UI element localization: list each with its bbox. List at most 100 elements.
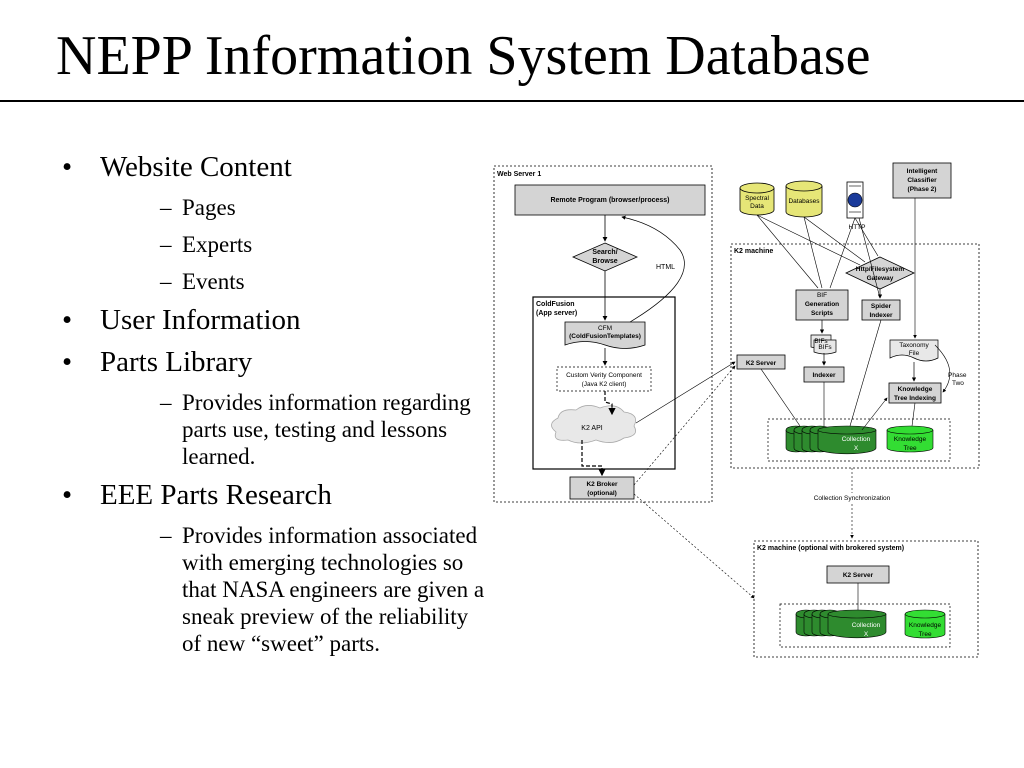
- bullet-website-content: •Website Content –Pages –Experts –Events: [62, 150, 462, 295]
- bullet-marker: •: [62, 151, 73, 183]
- search-browse-label-1: Search/: [592, 249, 617, 256]
- sub-bullet-text: Pages: [182, 195, 236, 220]
- bullet-list: •Website Content –Pages –Experts –Events…: [62, 150, 484, 665]
- taxonomy-label-1: Taxonomy: [899, 342, 929, 349]
- sub-bullet-text: Provides information regarding parts use…: [182, 390, 471, 469]
- globe-icon: [846, 181, 864, 219]
- spectral-label-1: Spectral: [745, 195, 769, 202]
- taxonomy-file-document[interactable]: [889, 339, 939, 362]
- web-server-frame: [493, 165, 713, 503]
- remote-program-label: Remote Program (browser/process): [550, 197, 669, 204]
- arrow-phase-two: [934, 344, 951, 393]
- cfm-document[interactable]: [564, 321, 646, 349]
- search-browse-diamond[interactable]: [572, 242, 638, 272]
- classifier-label-2: Classifier: [907, 177, 937, 184]
- collection-2-label-2: X: [864, 631, 869, 638]
- sub-bullet-text: Provides information associated with eme…: [182, 523, 485, 656]
- title-divider: [0, 100, 1024, 102]
- bullet-marker: •: [62, 346, 73, 378]
- bullet-text: Parts Library: [100, 346, 253, 378]
- slide-title: NEPP Information System Database: [56, 25, 871, 87]
- sub-bullet-pages: –Pages: [160, 194, 490, 221]
- collection-x-2-stack[interactable]: [795, 609, 887, 639]
- sub-bullet-text: Experts: [182, 232, 253, 257]
- link-http-spider: [858, 217, 881, 299]
- search-browse-label-2: Browse: [592, 258, 617, 265]
- bullet-user-information: • User Information: [62, 303, 462, 337]
- sub-bullet-parts-info: –Provides information regarding parts us…: [160, 389, 490, 470]
- spider-label-2: Indexer: [869, 312, 893, 319]
- spectral-data-database[interactable]: [739, 182, 775, 216]
- dash-marker: –: [160, 390, 172, 415]
- collections-2-frame: [779, 603, 951, 648]
- k2-broker-label-2: (optional): [587, 490, 617, 497]
- gateway-diamond[interactable]: [845, 256, 915, 290]
- k2-machine-frame: [730, 243, 980, 469]
- link-k2server-collection: [760, 368, 801, 427]
- arrow-api-broker: [581, 440, 606, 477]
- collection-label-1: Collection: [842, 436, 871, 443]
- cfm-label-2: (ColdFusionTemplates): [569, 333, 641, 340]
- dash-marker: –: [160, 195, 172, 220]
- html-label: HTML: [656, 264, 675, 271]
- knowledge-tree-2-database[interactable]: [904, 609, 946, 639]
- arrow-collection-knowledge: [861, 397, 888, 431]
- remote-program-box[interactable]: [514, 184, 706, 216]
- link-http-bif: [829, 217, 856, 289]
- knowledge-indexing-label-1: Knowledge: [898, 386, 933, 393]
- sync-label: Collection Synchronization: [814, 495, 891, 502]
- bullet-text: User Information: [100, 304, 301, 336]
- spectral-label-2: Data: [750, 203, 764, 210]
- k2-server-2-label: K2 Server: [843, 572, 874, 579]
- knowledge-tree-database[interactable]: [886, 425, 934, 453]
- link-knowledge-tree: [911, 402, 916, 427]
- link-broker-k2server: [633, 365, 736, 486]
- knowledge-tree-label-1: Knowledge: [894, 436, 927, 443]
- verity-label-2: (Java K2 client): [582, 381, 627, 388]
- dash-marker: –: [160, 523, 172, 548]
- bullet-marker: •: [62, 479, 73, 511]
- arrow-cfm-remote: [621, 215, 685, 323]
- dash-marker: –: [160, 232, 172, 257]
- bifs-label: BIFs: [818, 344, 832, 351]
- k2-machine-label: K2 machine: [734, 248, 773, 255]
- collection-2-label-1: Collection: [852, 622, 881, 629]
- collection-label-2: X: [854, 445, 859, 452]
- gateway-label-2: Gateway: [867, 275, 894, 282]
- bifs-documents[interactable]: [810, 334, 837, 355]
- coldfusion-label-1: ColdFusion: [536, 301, 575, 308]
- intelligent-classifier-box[interactable]: [892, 162, 952, 199]
- knowledge-indexing-label-2: Tree Indexing: [894, 395, 936, 402]
- k2-machine-2-frame: [753, 540, 979, 658]
- databases-label: Databases: [788, 198, 820, 205]
- verity-component-box[interactable]: [556, 366, 652, 392]
- link-databases-gateway: [803, 216, 866, 263]
- http-label: HTTP: [849, 224, 866, 231]
- classifier-label-3: (Phase 2): [908, 186, 937, 193]
- sub-bullet-events: –Events: [160, 268, 490, 295]
- phase-two-label-1: Phase: [948, 372, 967, 379]
- web-server-label: Web Server 1: [497, 171, 541, 178]
- bullet-parts-library: • Parts Library –Provides information reg…: [62, 345, 471, 470]
- knowledge-tree-2-label-2: Tree: [918, 631, 932, 638]
- arrow-api-k2server: [635, 361, 736, 424]
- link-databases-bif: [803, 216, 823, 289]
- k2-broker-label-1: K2 Broker: [586, 481, 618, 488]
- k2-broker-box[interactable]: [569, 476, 635, 500]
- k2-machine-2-label: K2 machine (optional with brokered syste…: [757, 545, 904, 552]
- bif-scripts-box[interactable]: [795, 289, 849, 321]
- bif-scripts-label-1: BIF: [817, 292, 827, 299]
- bullet-eee-parts-research: •EEE Parts Research –Provides informatio…: [62, 478, 484, 657]
- bullet-marker: •: [62, 304, 73, 336]
- taxonomy-label-2: File: [909, 350, 920, 357]
- bif-scripts-label-3: Scripts: [811, 310, 833, 317]
- verity-label-1: Custom Verity Component: [566, 372, 642, 379]
- bif-scripts-label-2: Generation: [805, 301, 839, 308]
- coldfusion-label-2: (App server): [536, 310, 577, 317]
- knowledge-tree-2-label-1: Knowledge: [909, 622, 942, 629]
- link-broker-k2machine2: [633, 493, 755, 599]
- phase-two-label-2: Two: [952, 380, 964, 387]
- collection-x-stack[interactable]: [785, 425, 877, 455]
- arrow-verity-api: [604, 391, 616, 416]
